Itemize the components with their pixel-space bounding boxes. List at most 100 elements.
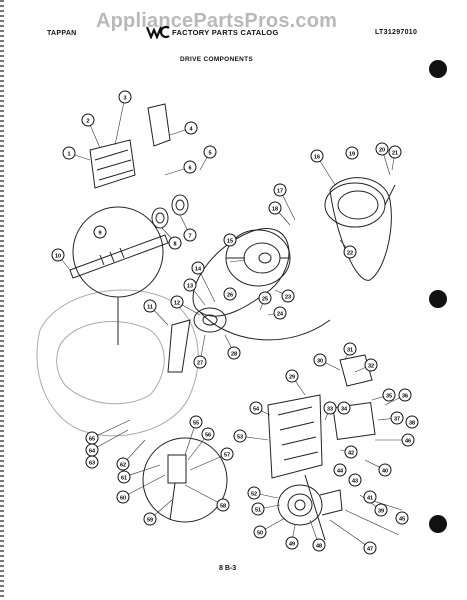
callout-62: 62 <box>116 457 130 471</box>
callout-28: 28 <box>227 346 241 360</box>
callout-24: 24 <box>273 306 287 320</box>
callout-49: 49 <box>285 536 299 550</box>
callout-label: 20 <box>379 148 385 154</box>
callout-61: 61 <box>117 470 131 484</box>
callout-32: 32 <box>364 358 378 372</box>
callout-11: 11 <box>143 299 157 313</box>
section-title: DRIVE COMPONENTS <box>180 56 254 63</box>
callout-label: 21 <box>392 151 398 157</box>
callout-label: 37 <box>394 417 400 423</box>
callout-label: 44 <box>337 469 344 475</box>
callout-18: 18 <box>268 201 282 215</box>
watermark: AppliancePartsPros.com <box>96 10 338 32</box>
callout-48: 48 <box>312 538 326 552</box>
callout-12: 12 <box>170 295 184 309</box>
callout-label: 24 <box>277 312 284 318</box>
callout-52: 52 <box>247 486 261 500</box>
callout-label: 50 <box>257 531 263 537</box>
binding-edge <box>0 0 4 600</box>
callout-42: 42 <box>344 445 358 459</box>
callout-label: 38 <box>409 421 415 427</box>
callout-13: 13 <box>183 278 197 292</box>
callout-1: 1 <box>62 146 76 160</box>
callout-label: 27 <box>197 361 203 367</box>
punch-hole <box>429 60 447 78</box>
callout-38: 38 <box>405 415 419 429</box>
callout-20: 20 <box>375 142 389 156</box>
callout-label: 46 <box>405 439 411 445</box>
callout-36: 36 <box>398 388 412 402</box>
callout-label: 59 <box>147 518 153 524</box>
callout-7: 7 <box>183 228 197 242</box>
callout-label: 3 <box>123 96 126 102</box>
callout-label: 11 <box>147 305 153 311</box>
callout-label: 6 <box>188 166 191 172</box>
callout-41: 41 <box>363 490 377 504</box>
arm-lever <box>167 319 191 373</box>
callout-label: 10 <box>55 254 61 260</box>
callout-label: 9 <box>98 231 101 237</box>
callout-label: 43 <box>352 479 358 485</box>
callout-34: 34 <box>337 401 351 415</box>
callout-label: 61 <box>121 476 127 482</box>
callout-label: 16 <box>314 155 320 161</box>
callout-31: 31 <box>343 342 357 356</box>
callout-37: 37 <box>390 411 404 425</box>
callout-35: 35 <box>382 388 396 402</box>
callout-14: 14 <box>191 261 205 275</box>
callout-label: 35 <box>386 394 392 400</box>
callout-label: 30 <box>317 359 323 365</box>
page-number: 8 B-3 <box>219 565 237 572</box>
callout-label: 26 <box>227 293 233 299</box>
drive-belt <box>192 228 290 317</box>
callout-40: 40 <box>378 463 392 477</box>
callout-label: 19 <box>349 152 355 158</box>
brand-name: TAPPAN <box>47 30 77 37</box>
callout-16: 16 <box>310 149 324 163</box>
callout-label: 55 <box>193 421 199 427</box>
callout-17: 17 <box>273 183 287 197</box>
motor-bracket <box>89 139 136 189</box>
model-number: LT31297010 <box>375 29 418 36</box>
callout-65: 65 <box>85 431 99 445</box>
callout-26: 26 <box>223 287 237 301</box>
callout-29: 29 <box>285 369 299 383</box>
callout-label: 22 <box>347 251 353 257</box>
callout-55: 55 <box>189 415 203 429</box>
callout-54: 54 <box>249 401 263 415</box>
callout-43: 43 <box>348 473 362 487</box>
callout-label: 33 <box>327 407 333 413</box>
callout-53: 53 <box>233 429 247 443</box>
callout-4: 4 <box>184 121 198 135</box>
callout-label: 2 <box>86 119 89 125</box>
clamp-bracket <box>147 103 171 147</box>
callout-58: 58 <box>216 498 230 512</box>
callout-27: 27 <box>193 355 207 369</box>
callout-label: 39 <box>378 509 384 515</box>
callout-30: 30 <box>313 353 327 367</box>
callout-51: 51 <box>251 502 265 516</box>
switch-detail-circle <box>142 437 228 523</box>
punch-hole <box>429 515 447 533</box>
motor-pulley <box>193 307 227 333</box>
callout-57: 57 <box>220 447 234 461</box>
drum-outline <box>36 289 199 437</box>
callout-label: 41 <box>367 496 373 502</box>
callout-label: 32 <box>368 364 374 370</box>
callout-label: 25 <box>262 297 268 303</box>
callout-22: 22 <box>343 245 357 259</box>
punch-hole <box>429 290 447 308</box>
callout-45: 45 <box>395 511 409 525</box>
callout-label: 34 <box>341 407 348 413</box>
callout-label: 45 <box>399 517 405 523</box>
callout-59: 59 <box>143 512 157 526</box>
callout-6: 6 <box>183 160 197 174</box>
callout-label: 12 <box>174 301 180 307</box>
callout-label: 52 <box>251 492 257 498</box>
catalog-title: FACTORY PARTS CATALOG <box>172 28 279 37</box>
callout-label: 8 <box>173 242 176 248</box>
callout-label: 29 <box>289 375 295 381</box>
callout-label: 36 <box>402 394 408 400</box>
callout-33: 33 <box>323 401 337 415</box>
callout-label: 54 <box>253 407 260 413</box>
